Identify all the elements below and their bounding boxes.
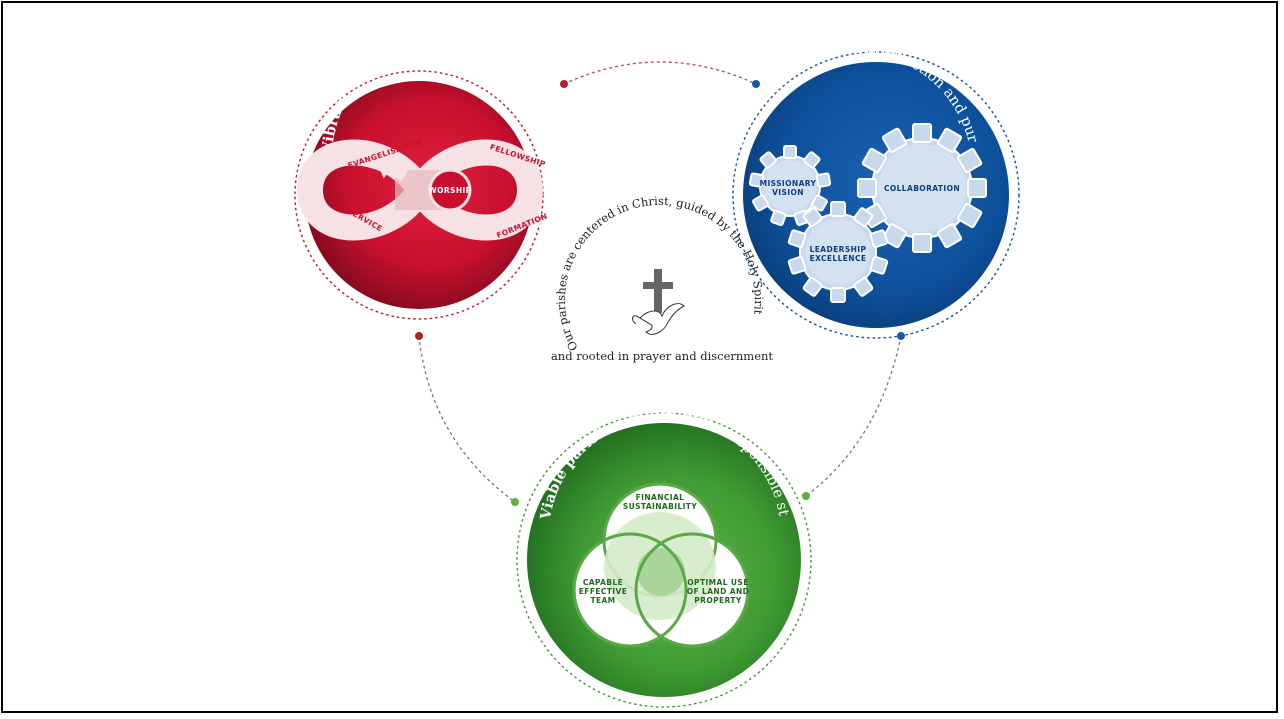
connector-dot bbox=[897, 332, 905, 340]
financial-label: FINANCIAL bbox=[636, 493, 685, 502]
vision-label: VISION bbox=[772, 188, 804, 197]
vital-outer-ring bbox=[732, 51, 1020, 339]
dove-icon bbox=[632, 303, 685, 335]
leadership-label: LEADERSHIP bbox=[810, 245, 867, 254]
venn-icon bbox=[572, 482, 750, 648]
collaboration-label: COLLABORATION bbox=[884, 184, 960, 193]
land-label: OF LAND AND bbox=[687, 587, 750, 596]
connector-dot bbox=[560, 80, 568, 88]
connector-dot bbox=[511, 498, 519, 506]
vibrant-outer-ring bbox=[294, 70, 544, 320]
cross-icon bbox=[643, 269, 673, 313]
center-bottom-text: and rooted in prayer and discernment bbox=[551, 349, 773, 363]
connector-lines bbox=[418, 61, 902, 503]
gear-icon bbox=[857, 123, 987, 253]
worship-label: WORSHIP bbox=[428, 186, 471, 195]
viable-outer-ring bbox=[516, 412, 812, 708]
team-label: TEAM bbox=[590, 596, 615, 605]
vibrant-circle: Vibrant parishes are flourishing faith c… bbox=[0, 0, 573, 309]
connector-dot bbox=[752, 80, 760, 88]
missionary-label: MISSIONARY bbox=[760, 179, 817, 188]
effective-label: EFFECTIVE bbox=[579, 587, 627, 596]
center-emblem: Our parishes are centered in Christ, gui… bbox=[551, 194, 773, 363]
capable-label: CAPABLE bbox=[583, 578, 623, 587]
connector-dot bbox=[415, 332, 423, 340]
excellence-label: EXCELLENCE bbox=[810, 254, 867, 263]
property-label: PROPERTY bbox=[694, 596, 742, 605]
connector-dot bbox=[802, 492, 810, 500]
sustainability-label: SUSTAINABILITY bbox=[623, 502, 697, 511]
gear-icon bbox=[787, 201, 889, 303]
optimal-label: OPTIMAL USE bbox=[687, 578, 748, 587]
infinity-icon bbox=[296, 139, 544, 241]
